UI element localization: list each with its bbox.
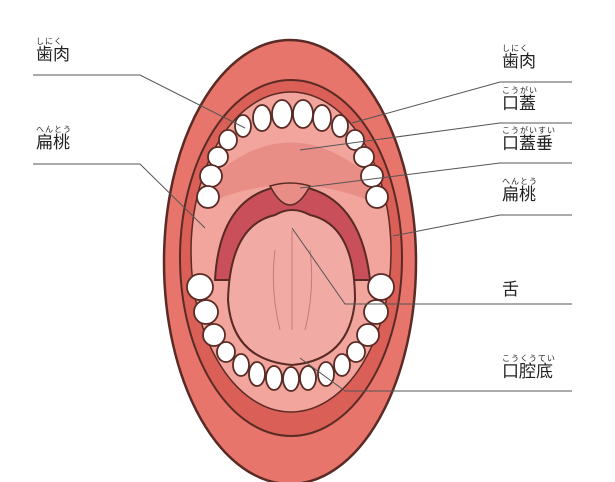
label-text: 歯肉 <box>36 45 70 65</box>
label-right-tonsil: へんとう 扁桃 <box>502 178 538 204</box>
label-uvula: こうがいすい 口蓋垂 <box>502 127 556 153</box>
uvula <box>268 182 312 206</box>
label-text: 口蓋 <box>502 94 536 114</box>
label-palate: こうがい 口蓋 <box>502 87 538 113</box>
label-text: 口蓋垂 <box>502 134 553 154</box>
ruby: こうがい <box>502 86 538 95</box>
leader-lines <box>33 74 572 392</box>
label-right-gum: しにく 歯肉 <box>502 45 536 71</box>
ruby: しにく <box>502 44 529 53</box>
ruby: へんとう <box>502 177 538 186</box>
label-text: 扁桃 <box>36 133 70 153</box>
ruby: しにく <box>36 37 63 46</box>
label-text: 舌 <box>502 280 519 300</box>
label-tongue: 舌 <box>502 282 519 299</box>
label-text: 歯肉 <box>502 52 536 72</box>
label-left-gum: しにく 歯肉 <box>36 38 70 64</box>
upper-teeth <box>196 99 389 209</box>
label-mouth-floor: こうくうてい 口腔底 <box>502 355 556 381</box>
palate <box>215 142 368 200</box>
ruby: こうがいすい <box>502 126 556 135</box>
label-text: 扁桃 <box>502 185 536 205</box>
ruby: こうくうてい <box>502 354 556 363</box>
ruby: へんとう <box>36 125 72 134</box>
label-text: 口腔底 <box>502 362 553 382</box>
label-left-tonsil: へんとう 扁桃 <box>36 126 72 152</box>
